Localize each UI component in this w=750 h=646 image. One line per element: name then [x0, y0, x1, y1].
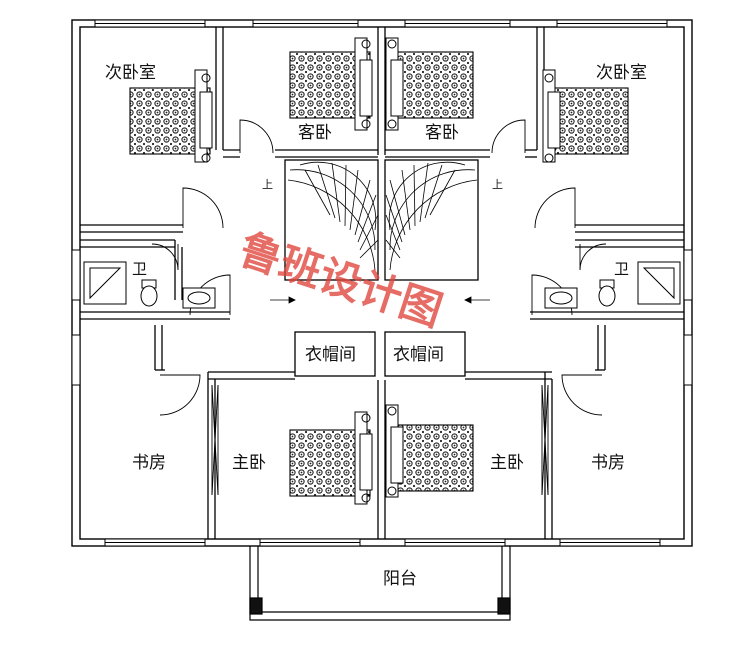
window-icon [71, 249, 81, 301]
window-icon [71, 334, 81, 386]
bed-icon [385, 37, 474, 131]
sliding-doors [211, 384, 549, 496]
room-label-guest-right: 客卧 [425, 123, 459, 143]
window-icon [559, 538, 661, 547]
window-icon [259, 538, 361, 547]
interior-walls [80, 27, 684, 539]
room-label-master-left: 主卧 [232, 453, 266, 473]
room-label-closet-right: 衣帽间 [393, 345, 444, 365]
beds [129, 37, 629, 505]
window-icon [404, 538, 506, 547]
room-label-master-right: 主卧 [490, 453, 524, 473]
room-label-closet-left: 衣帽间 [305, 345, 356, 365]
room-label-secondary-bedroom-right: 次卧室 [596, 63, 647, 83]
stair-up-label-right: 上 [492, 178, 503, 191]
window-icon [683, 249, 693, 301]
bed-icon [289, 37, 373, 131]
top-windows [94, 19, 668, 28]
bed-icon [289, 411, 373, 505]
sink-icon [182, 287, 216, 309]
door-swing-icon [534, 187, 576, 229]
toilet-icon [140, 279, 158, 307]
door-swing-icon [239, 119, 274, 154]
door-swing-icon [182, 187, 224, 229]
door-swing-icon [561, 374, 603, 416]
balcony [249, 546, 511, 621]
toilet-icon [598, 279, 616, 307]
room-label-secondary-bedroom-left: 次卧室 [105, 63, 156, 83]
room-label-bath-left: 卫 [132, 260, 147, 278]
door-swing-icon [151, 243, 179, 271]
room-labels: 次卧室 次卧室 客卧 客卧 卫 卫 衣帽间 衣帽间 书房 书房 主卧 主卧 阳台… [105, 63, 647, 589]
room-label-balcony: 阳台 [383, 569, 417, 589]
stair-up-label-left: 上 [262, 178, 273, 191]
bed-icon [385, 404, 474, 498]
shower-icon [83, 261, 127, 305]
window-icon [104, 538, 206, 547]
watermark-text: 鲁班设计图 [233, 224, 448, 336]
bed-icon [129, 69, 213, 163]
door-swing-icon [159, 374, 201, 416]
window-icon [556, 19, 668, 28]
room-label-guest-left: 客卧 [298, 123, 332, 143]
bottom-windows [104, 538, 661, 547]
bath-fixtures [83, 261, 681, 309]
room-label-study-left: 书房 [132, 453, 166, 473]
window-icon [252, 19, 359, 28]
door-swing-icon [579, 243, 607, 271]
shower-icon [637, 261, 681, 305]
door-swing-icon [491, 119, 526, 154]
stair-icon [270, 161, 490, 304]
side-windows [71, 249, 693, 386]
window-icon [404, 19, 511, 28]
room-label-bath-right: 卫 [614, 260, 629, 278]
bed-icon [542, 69, 629, 163]
room-label-study-right: 书房 [591, 453, 625, 473]
window-icon [683, 334, 693, 386]
sink-icon [544, 287, 578, 309]
window-icon [94, 19, 206, 28]
